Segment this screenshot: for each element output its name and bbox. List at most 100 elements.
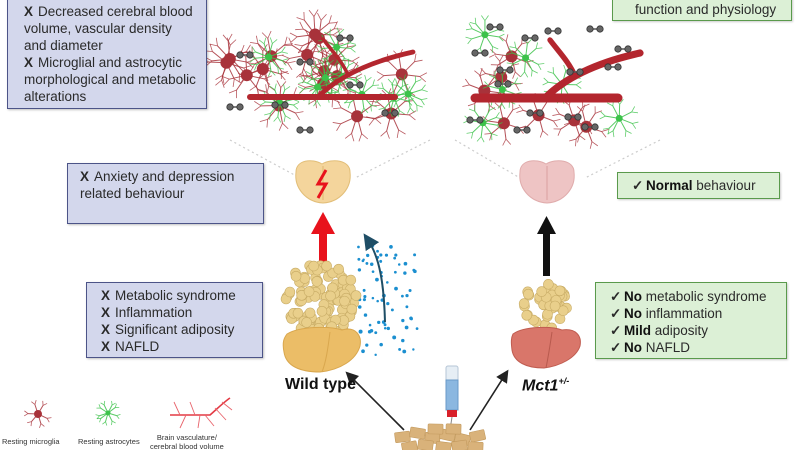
lactate-dot bbox=[389, 245, 393, 249]
lactate-dot bbox=[374, 331, 377, 334]
lactate-dot bbox=[361, 349, 365, 353]
adipocyte bbox=[351, 291, 361, 301]
box-item: ✓No inflammation bbox=[610, 305, 782, 322]
lactate-dot bbox=[394, 271, 397, 274]
lactate-dot bbox=[379, 260, 382, 263]
adipocyte bbox=[537, 287, 547, 297]
lactate-dot bbox=[365, 262, 368, 265]
lactate-dot bbox=[393, 257, 396, 260]
x-mark-icon: X bbox=[101, 338, 115, 355]
lactate-molecule-icon bbox=[587, 26, 603, 32]
adipocyte bbox=[346, 275, 356, 285]
lactate-dot bbox=[376, 300, 379, 303]
check-mark-icon: ✓ bbox=[610, 322, 624, 339]
lactate-dot bbox=[372, 270, 375, 273]
lactate-dot bbox=[379, 343, 383, 347]
lactate-dot bbox=[401, 319, 404, 322]
lactate-molecule-icon bbox=[487, 24, 503, 30]
chow-pellet bbox=[409, 427, 425, 439]
lactate-dot bbox=[357, 258, 360, 261]
x-mark-icon: X bbox=[24, 54, 38, 71]
lactate-molecule-icon bbox=[227, 104, 243, 110]
lactate-dot bbox=[366, 254, 369, 257]
microglia-icon bbox=[24, 400, 51, 428]
lactate-molecule-icon bbox=[297, 127, 313, 133]
adipocyte bbox=[305, 308, 315, 318]
lactate-dot bbox=[379, 253, 382, 256]
adipocyte bbox=[522, 310, 532, 320]
box-item: ✓No NAFLD bbox=[610, 339, 782, 356]
legend-icons bbox=[24, 398, 232, 428]
adipocyte bbox=[300, 273, 310, 283]
lactate-molecule-icon bbox=[522, 35, 538, 41]
lactate-dot bbox=[384, 327, 387, 330]
lactate-dot bbox=[365, 343, 368, 346]
lactate-dot bbox=[405, 294, 408, 297]
wt-liver-icon bbox=[283, 327, 360, 372]
mct1-adipose-icon bbox=[519, 279, 571, 333]
lactate-dot bbox=[363, 298, 366, 301]
mct1-vasculature-box: function and physiology bbox=[612, 0, 792, 21]
wild-type-label: Wild type bbox=[285, 376, 356, 394]
diet-to-wt-arrow bbox=[350, 376, 404, 430]
lactate-dot bbox=[358, 305, 362, 309]
adipocyte bbox=[322, 261, 332, 271]
box-item: ✓No metabolic syndrome bbox=[610, 288, 782, 305]
lactate-dot bbox=[401, 339, 404, 342]
legend-label-astrocytes: Resting astrocytes bbox=[78, 437, 140, 446]
lactate-dot bbox=[413, 270, 417, 274]
lactate-dot bbox=[363, 295, 366, 298]
adipocyte bbox=[304, 287, 314, 297]
x-mark-icon: X bbox=[80, 168, 94, 185]
check-mark-icon: ✓ bbox=[610, 288, 624, 305]
lactate-molecule-icon bbox=[545, 28, 561, 34]
lactate-dot bbox=[405, 326, 409, 330]
lactate-dot bbox=[412, 348, 414, 350]
lactate-dots bbox=[357, 243, 418, 356]
astrocyte-icon bbox=[96, 401, 121, 426]
mct1-tissue-illustration bbox=[462, 16, 640, 149]
wt-brain-icon bbox=[296, 161, 350, 203]
chow-pellet bbox=[446, 424, 461, 434]
adipocyte bbox=[285, 287, 295, 297]
legend-label-microglia: Resting microglia bbox=[2, 437, 60, 446]
adipocyte bbox=[347, 304, 357, 314]
zoom-guides bbox=[230, 140, 660, 178]
x-mark-icon: X bbox=[101, 321, 115, 338]
mct1-metabolic-box: ✓No metabolic syndrome ✓No inflammation … bbox=[595, 282, 787, 359]
lactate-dot bbox=[403, 271, 406, 274]
chow-pellet bbox=[468, 442, 483, 450]
lactate-dot bbox=[368, 330, 372, 334]
x-mark-icon: X bbox=[101, 287, 115, 304]
diet-to-mct1-arrow bbox=[470, 375, 505, 430]
adipocyte bbox=[340, 296, 350, 306]
chow-pellet bbox=[417, 439, 433, 450]
lactate-dot bbox=[362, 258, 364, 260]
lactate-dot bbox=[404, 262, 408, 266]
lactate-molecule-icon bbox=[605, 64, 621, 70]
lactate-dot bbox=[386, 302, 389, 305]
lactate-dot bbox=[392, 335, 396, 339]
mct1-behaviour-box: ✓Normal behaviour bbox=[617, 172, 780, 199]
blood-vessel-icon bbox=[250, 39, 413, 97]
lactate-dot bbox=[394, 254, 397, 257]
lactate-molecule-icon bbox=[472, 50, 488, 56]
adipocyte bbox=[326, 291, 336, 301]
lactate-dot bbox=[363, 289, 366, 292]
x-mark-icon: X bbox=[101, 304, 115, 321]
lactate-dot bbox=[386, 281, 389, 284]
lactate-molecule-icon bbox=[467, 117, 483, 123]
lactate-molecule-icon bbox=[347, 82, 363, 88]
x-mark-icon: X bbox=[24, 3, 38, 20]
lactate-dot bbox=[402, 350, 406, 354]
lactate-dot bbox=[359, 330, 363, 334]
lactate-dot bbox=[377, 321, 380, 324]
mct1-liver-icon bbox=[511, 327, 580, 368]
chow-pellet bbox=[394, 431, 410, 443]
lactate-dot bbox=[376, 250, 379, 253]
